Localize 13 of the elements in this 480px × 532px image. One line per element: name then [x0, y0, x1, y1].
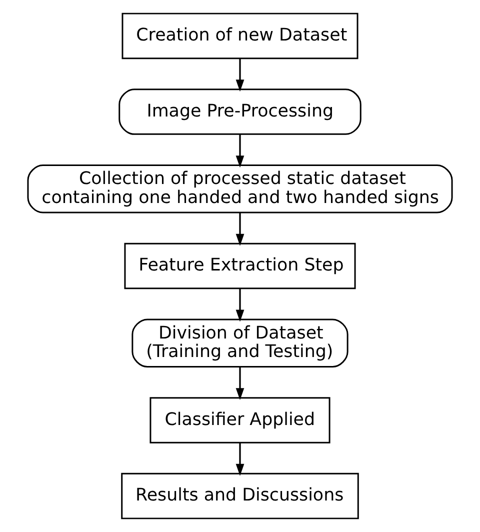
node-box: Results and Discussions — [121, 472, 359, 520]
arrow — [236, 442, 244, 476]
arrow — [236, 134, 244, 168]
node-box: Image Pre-Processing — [118, 88, 362, 135]
node-box: Division of Dataset (Training and Testing) — [132, 318, 348, 368]
node-box: Feature Extraction Step — [124, 242, 356, 290]
arrow — [236, 288, 244, 322]
node-box: Classifier Applied — [150, 397, 330, 444]
arrow — [236, 58, 244, 92]
node-box: Creation of new Dataset — [122, 12, 358, 60]
node-box: Collection of processed static dataset containing one handed and two handed signs — [27, 164, 453, 214]
arrow — [236, 366, 244, 400]
arrow — [236, 212, 244, 246]
